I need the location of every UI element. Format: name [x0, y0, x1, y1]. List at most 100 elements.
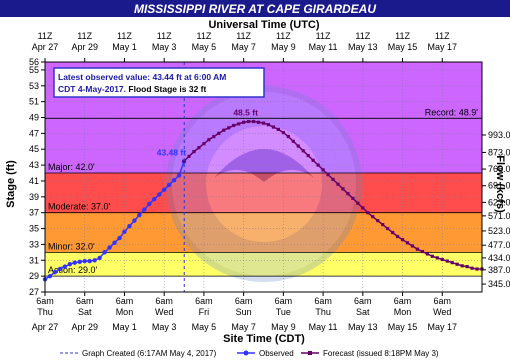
- forecast-point: [261, 121, 266, 125]
- bottom-tick-date: May 3: [152, 322, 177, 332]
- observed-point: [57, 266, 63, 272]
- observed-point: [97, 255, 102, 261]
- top-tick-time: 11Z: [38, 31, 53, 41]
- forecast-point: [346, 192, 350, 196]
- stage-tick-label: 49: [29, 113, 39, 123]
- forecast-point: [465, 265, 469, 269]
- forecast-point: [222, 128, 226, 132]
- forecast-point: [460, 264, 464, 268]
- bottom-tick-time: 6am: [36, 296, 54, 306]
- observed-point: [122, 229, 127, 234]
- forecast-point: [341, 187, 345, 191]
- forecast-point: [247, 119, 251, 124]
- observed-point: [102, 250, 107, 255]
- top-tick-date: May 17: [428, 42, 458, 52]
- legend-graph-created: Graph Created (6:17AM May 4, 2017): [82, 349, 217, 358]
- forecast-point: [381, 222, 385, 227]
- flow-tick-label: 766.0: [488, 164, 510, 174]
- forecast-point: [395, 234, 400, 239]
- bottom-tick-date: May 5: [192, 322, 217, 332]
- y2-axis-label: Flow (kcfs): [494, 155, 506, 213]
- crest-label: 48.5 ft: [233, 107, 258, 117]
- top-tick-date: Apr 29: [71, 42, 98, 52]
- forecast-point: [470, 266, 474, 270]
- category-label-action: Action: 29.0': [48, 265, 98, 275]
- forecast-point: [192, 150, 196, 154]
- band-major: [45, 173, 482, 213]
- flow-tick-label: 873.0: [488, 147, 510, 157]
- bottom-tick-weekday: Thu: [315, 307, 331, 317]
- forecast-point: [296, 144, 300, 148]
- flow-tick-label: 691.0: [488, 181, 510, 191]
- observed-point: [87, 258, 92, 264]
- forecast-point: [376, 219, 380, 223]
- observed-point: [82, 258, 87, 264]
- top-tick-time: 11Z: [157, 31, 172, 41]
- observed-point: [47, 273, 53, 279]
- flow-tick-label: 623.0: [488, 197, 510, 207]
- observed-point: [127, 223, 132, 229]
- forecast-point: [311, 158, 315, 162]
- top-tick-date: May 11: [309, 42, 338, 52]
- forecast-point: [202, 142, 206, 146]
- bottom-tick-date: May 9: [271, 322, 296, 332]
- bottom-tick-time: 6am: [314, 296, 332, 306]
- stage-tick-label: 27: [29, 287, 39, 297]
- legend-observed-marker: [243, 350, 249, 356]
- bottom-tick-date: May 17: [428, 322, 458, 332]
- category-label-major: Major: 42.0': [48, 162, 95, 172]
- flow-tick-label: 434.0: [488, 253, 510, 263]
- observed-point: [52, 269, 58, 275]
- top-axis-title: Universal Time (UTC): [208, 19, 319, 31]
- legend-observed: Observed: [259, 349, 294, 358]
- info-line-2-flood: Flood Stage is 32 ft: [128, 84, 206, 94]
- forecast-point: [212, 134, 216, 139]
- top-tick-date: May 9: [271, 42, 296, 52]
- bottom-tick-time: 6am: [195, 296, 213, 306]
- forecast-point: [321, 168, 325, 172]
- bottom-tick-time: 6am: [394, 296, 412, 306]
- flow-tick-label: 993.0: [488, 130, 510, 140]
- forecast-point: [336, 182, 340, 186]
- forecast-point: [450, 261, 454, 265]
- stage-tick-label: 35: [29, 224, 39, 234]
- bottom-tick-weekday: Mon: [116, 307, 134, 317]
- forecast-point: [371, 215, 375, 219]
- x-axis-label: Site Time (CDT): [223, 333, 305, 345]
- flow-tick-label: 523.0: [488, 226, 510, 236]
- forecast-point: [256, 120, 261, 124]
- forecast-point: [410, 244, 415, 248]
- stage-tick-label: 31: [29, 255, 39, 265]
- top-tick-time: 11Z: [395, 31, 410, 41]
- category-label-moderate: Moderate: 37.0': [48, 202, 111, 212]
- observed-point: [67, 262, 73, 267]
- observed-point: [161, 187, 167, 192]
- bottom-tick-date: May 11: [309, 322, 338, 332]
- top-tick-date: May 15: [388, 42, 418, 52]
- observed-point: [152, 197, 157, 202]
- forecast-point: [391, 230, 395, 235]
- forecast-point: [187, 154, 191, 158]
- plot-border: [44, 61, 483, 293]
- bottom-tick-weekday: Wed: [433, 307, 451, 317]
- forecast-point: [420, 249, 425, 254]
- forecast-point: [197, 146, 201, 150]
- forecast-point: [475, 267, 479, 271]
- forecast-point: [455, 262, 459, 266]
- chart-title: MISSISSIPPI RIVER AT CAPE GIRARDEAU: [134, 2, 376, 16]
- stage-tick-label: 43: [29, 160, 39, 170]
- top-tick-date: Apr 27: [32, 42, 59, 52]
- top-tick-date: May 3: [152, 42, 177, 52]
- forecast-point: [306, 153, 310, 158]
- forecast-point: [366, 211, 370, 215]
- observed-point: [77, 259, 82, 265]
- forecast-point: [232, 123, 236, 128]
- forecast-point: [430, 254, 434, 258]
- observed-point: [137, 212, 142, 218]
- legend-forecast: Forecast (issued 8:18PM May 3): [323, 349, 439, 358]
- bottom-tick-weekday: Sun: [236, 307, 252, 317]
- bottom-tick-time: 6am: [434, 296, 452, 306]
- bottom-tick-date: May 15: [388, 322, 418, 332]
